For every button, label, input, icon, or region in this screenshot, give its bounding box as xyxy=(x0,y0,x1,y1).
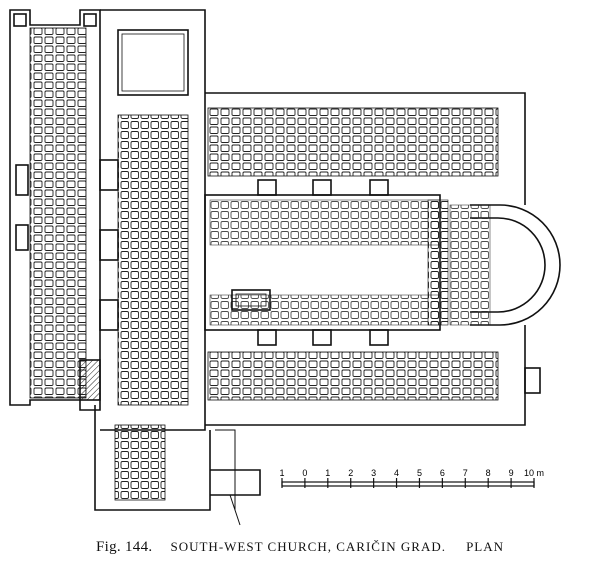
figure-caption: Fig. 144. SOUTH-WEST CHURCH, CARIČIN GRA… xyxy=(0,539,600,556)
scale-tick-label: 7 xyxy=(463,468,468,478)
scale-tick-label: 9 xyxy=(509,468,514,478)
figure-number: Fig. 144. xyxy=(95,539,153,555)
naos xyxy=(204,92,541,426)
figure-title: SOUTH-WEST CHURCH, CARIČIN GRAD. xyxy=(170,539,447,554)
narthex xyxy=(99,9,206,431)
figure-view: PLAN xyxy=(466,539,505,554)
scale-tick-label: 1 xyxy=(325,468,330,478)
scale-tick-label: 5 xyxy=(417,468,422,478)
scale-tick-label: 3 xyxy=(371,468,376,478)
scale-tick-label: 10 m xyxy=(524,468,544,478)
scale-tick-label: 4 xyxy=(394,468,399,478)
church-plan-drawing: 1 0 1 2 3 4 5 6 7 8 9 10 m xyxy=(9,9,561,526)
scale-tick-label: 8 xyxy=(486,468,491,478)
scale-bar xyxy=(281,478,535,488)
scale-tick-label: 2 xyxy=(348,468,353,478)
scale-tick-label: 0 xyxy=(302,468,307,478)
scale-tick-label: 6 xyxy=(440,468,445,478)
exonarthex xyxy=(9,9,101,411)
apse xyxy=(449,204,561,326)
south-annex xyxy=(94,405,261,526)
scale-tick-label: 1 xyxy=(279,468,284,478)
